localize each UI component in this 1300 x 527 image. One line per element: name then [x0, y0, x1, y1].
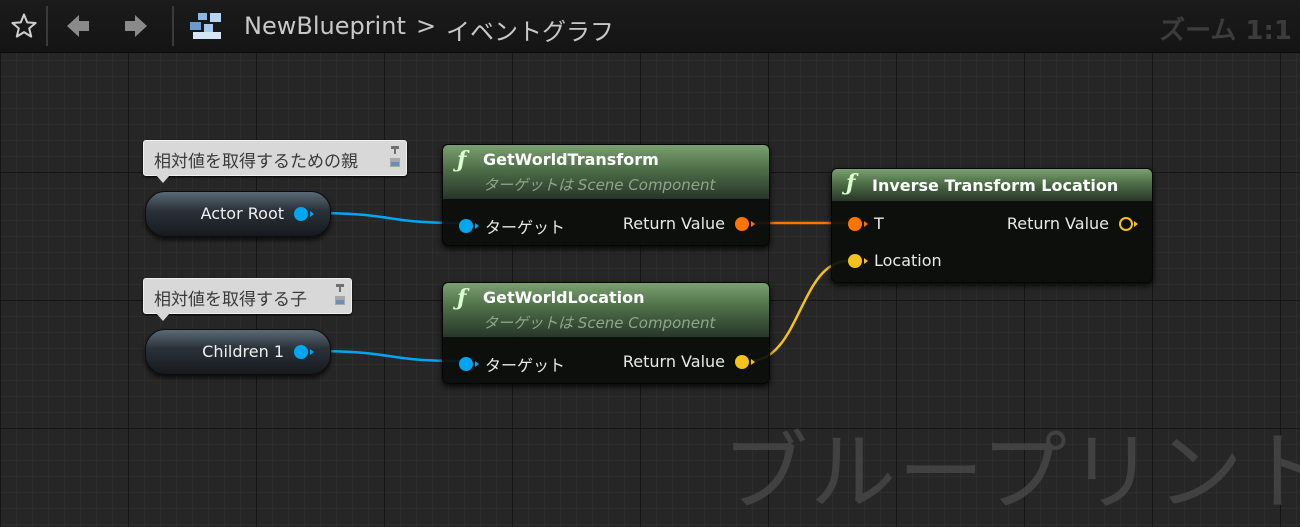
pin-label: ターゲット [485, 218, 566, 237]
variable-node-children-1[interactable]: Children 1 [145, 329, 331, 375]
wire-actor-root [307, 211, 461, 225]
return-value-output-pin[interactable]: Return Value [623, 214, 755, 233]
return-value-output-pin[interactable]: Return Value [1007, 214, 1138, 233]
node-title: GetWorldTransform [483, 150, 659, 169]
graph-toolbar: NewBlueprint > イベントグラフ ズーム 1:1 [0, 0, 1300, 53]
function-icon: ƒ [457, 147, 467, 173]
node-inverse-transform-location[interactable]: ƒ Inverse Transform Location T Location … [831, 168, 1153, 283]
breadcrumb-separator: > [416, 12, 437, 40]
node-title: GetWorldLocation [483, 288, 645, 307]
comment-bubble-child[interactable]: 相対値を取得する子 [143, 278, 352, 321]
pin-label: T [874, 214, 884, 233]
pin-icon[interactable] [388, 144, 402, 170]
comment-bubble-parent[interactable]: 相対値を取得するための親 [143, 140, 407, 183]
pin-label: ターゲット [485, 356, 566, 375]
comment-text: 相対値を取得するための親 [154, 152, 358, 172]
wire-children-1 [307, 349, 461, 363]
node-header: ƒ GetWorldTransform ターゲットは Scene Compone… [443, 145, 769, 199]
comment-text: 相対値を取得する子 [154, 290, 307, 310]
node-subtitle: ターゲットは Scene Component [483, 176, 716, 194]
pin-icon[interactable] [333, 282, 347, 308]
toolbar-divider [172, 6, 174, 46]
target-input-pin[interactable]: ターゲット [459, 214, 565, 238]
pin-label: Return Value [1006, 214, 1109, 233]
object-output-pin[interactable] [294, 345, 308, 359]
function-icon: ƒ [457, 285, 467, 311]
node-get-world-location[interactable]: ƒ GetWorldLocation ターゲットは Scene Componen… [442, 282, 770, 384]
node-subtitle: ターゲットは Scene Component [483, 314, 716, 332]
blueprint-graph-icon [186, 8, 226, 44]
pin-label: Return Value [622, 214, 725, 233]
location-input-pin[interactable]: Location [848, 251, 942, 270]
star-icon[interactable] [6, 8, 42, 44]
transform-input-pin[interactable]: T [848, 214, 884, 233]
zoom-level-label: ズーム 1:1 [1159, 16, 1292, 46]
node-header: ƒ GetWorldLocation ターゲットは Scene Componen… [443, 283, 769, 337]
return-value-output-pin[interactable]: Return Value [623, 352, 755, 371]
back-arrow-icon[interactable] [60, 8, 96, 44]
forward-arrow-icon[interactable] [118, 8, 154, 44]
breadcrumb-event-graph[interactable]: イベントグラフ [446, 18, 614, 46]
variable-node-actor-root[interactable]: Actor Root [145, 191, 331, 237]
target-input-pin[interactable]: ターゲット [459, 352, 565, 376]
blueprint-watermark: ブループリント [722, 423, 1300, 523]
pin-label: Location [874, 251, 942, 270]
node-get-world-transform[interactable]: ƒ GetWorldTransform ターゲットは Scene Compone… [442, 144, 770, 246]
variable-label: Children 1 [202, 342, 284, 361]
toolbar-divider [46, 6, 48, 46]
object-output-pin[interactable] [294, 207, 308, 221]
node-header: ƒ Inverse Transform Location [832, 169, 1152, 201]
breadcrumb-blueprint[interactable]: NewBlueprint [244, 12, 406, 40]
variable-label: Actor Root [200, 204, 284, 223]
pin-label: Return Value [622, 352, 725, 371]
node-title: Inverse Transform Location [872, 176, 1119, 195]
function-icon: ƒ [846, 170, 856, 196]
